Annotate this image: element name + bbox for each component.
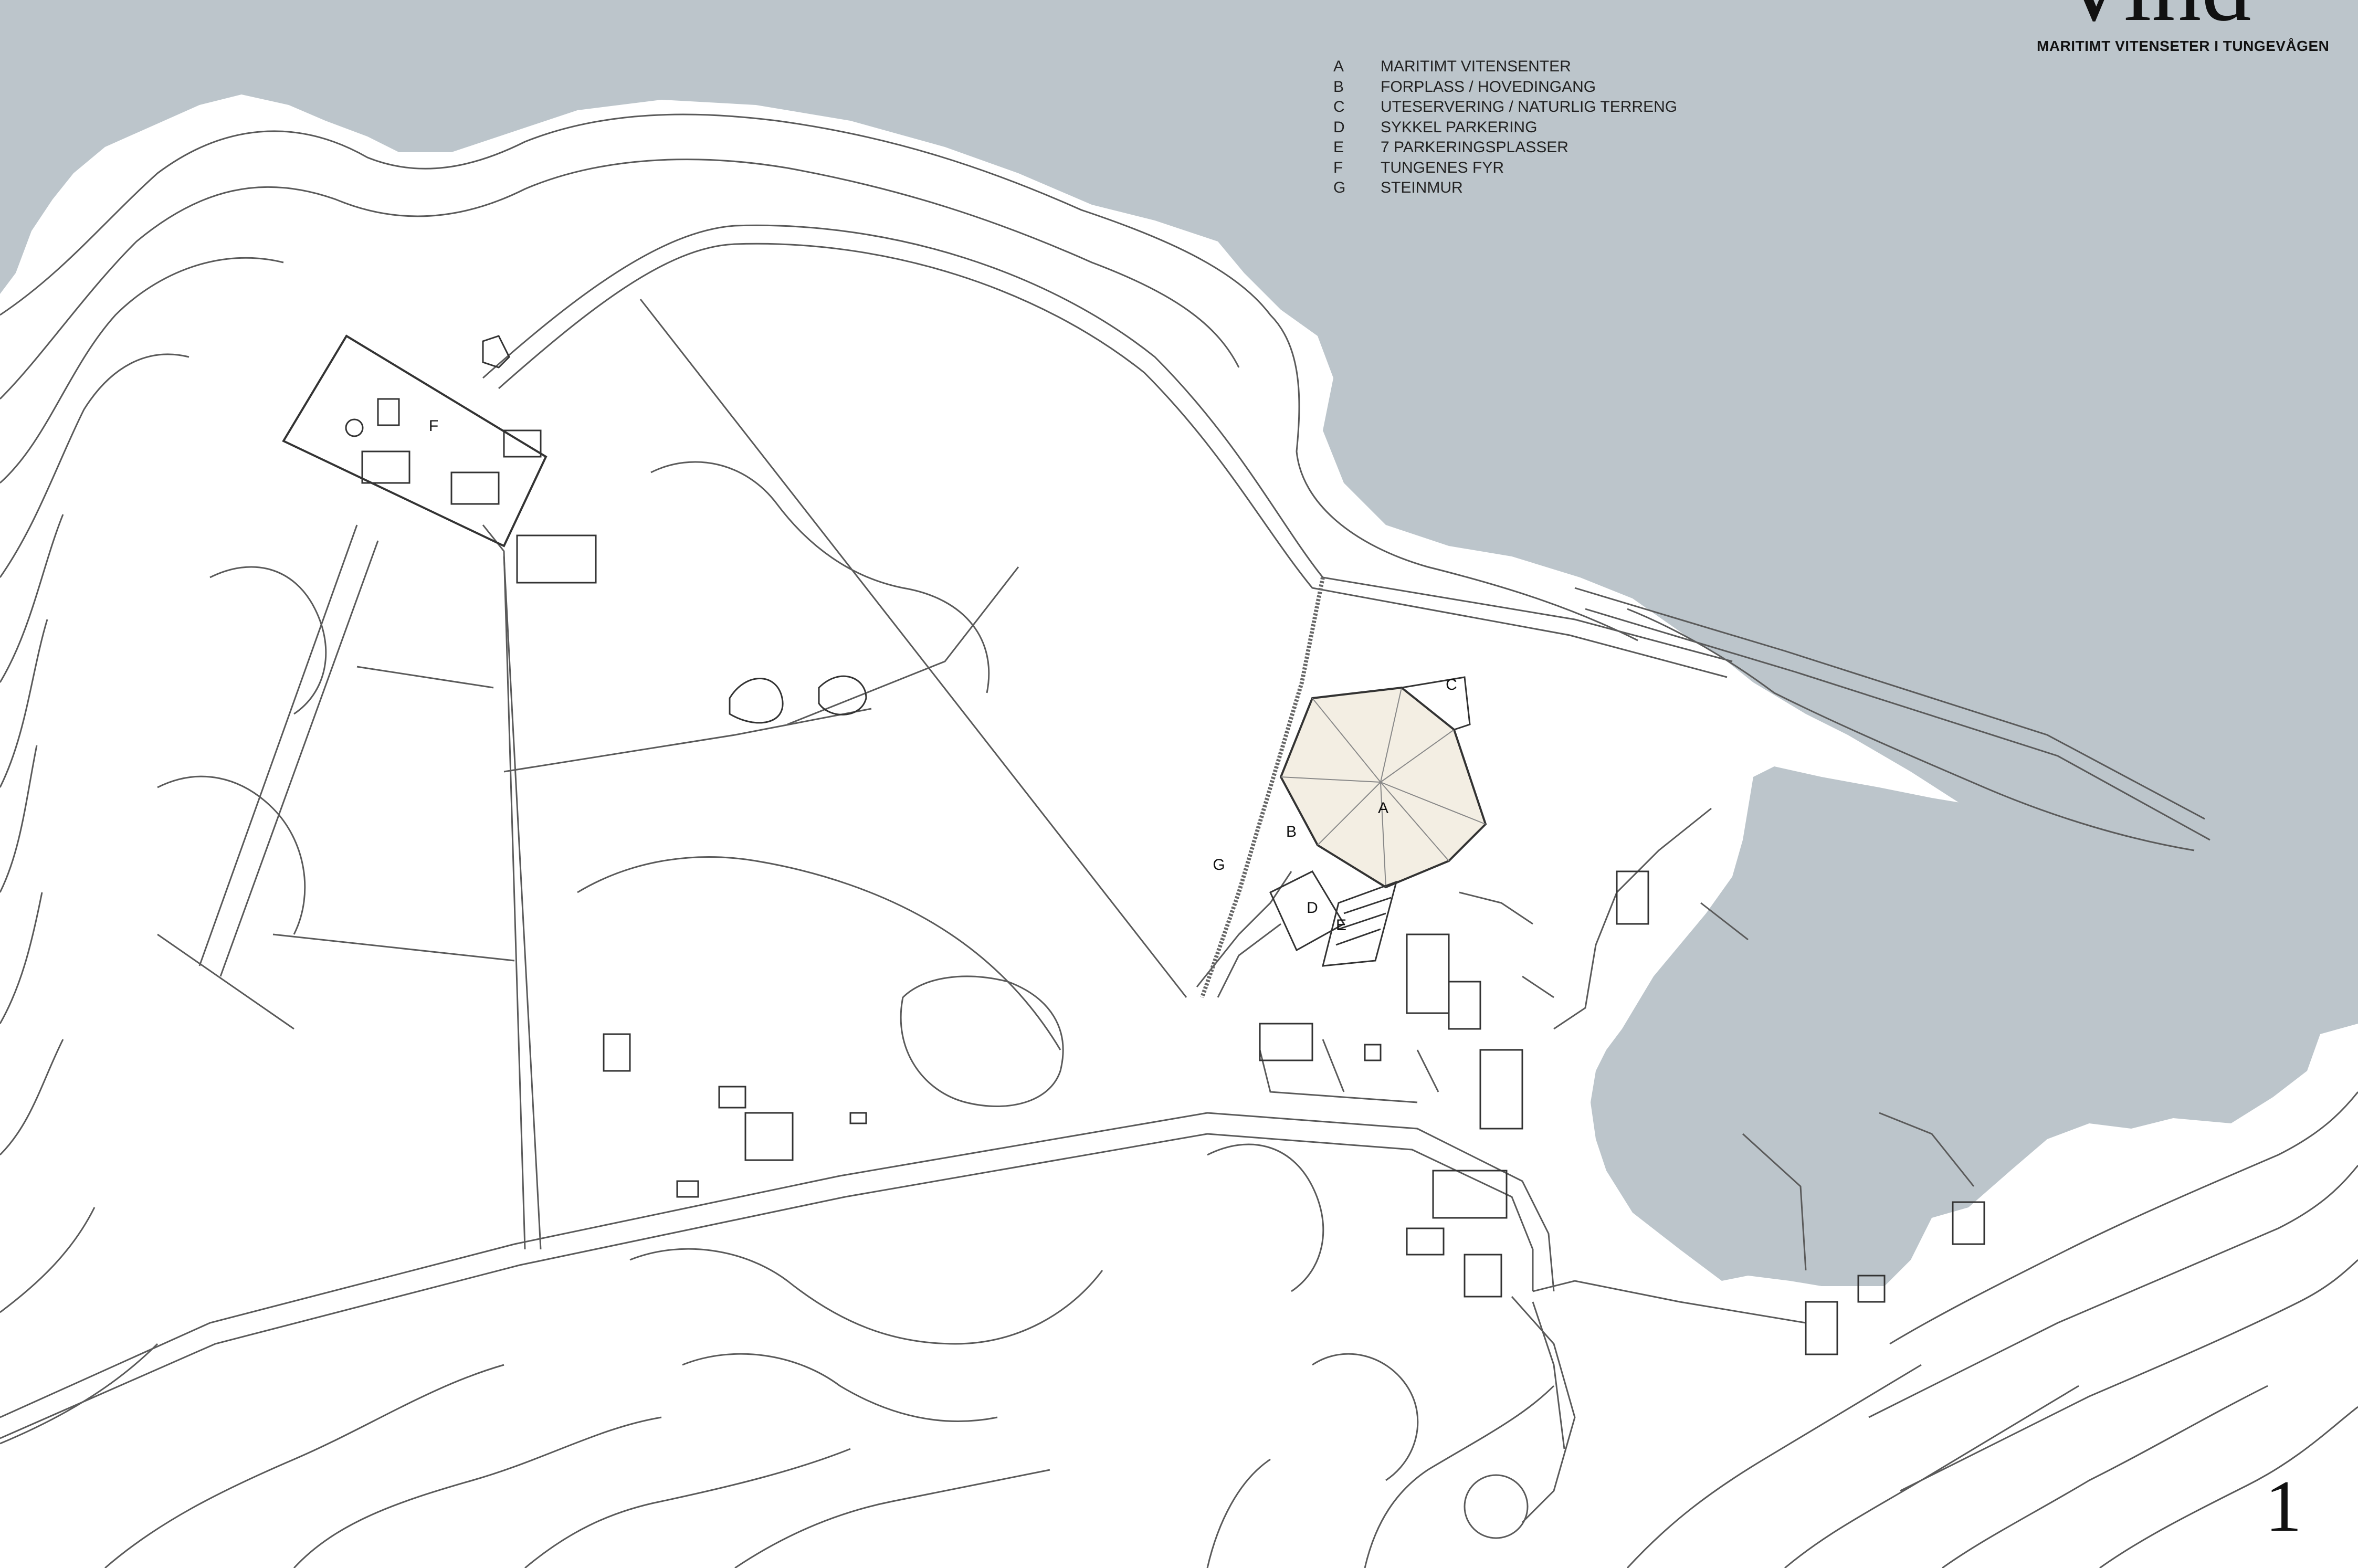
legend-entry: D SYKKEL PARKERING [1333, 118, 1677, 138]
map-label-e: E [1335, 917, 1347, 934]
legend-key: B [1333, 78, 1344, 96]
map-label-a: A [1377, 799, 1389, 817]
legend-label: 7 PARKERINGSPLASSER [1381, 139, 1569, 156]
small-structure [482, 335, 510, 369]
legend-entry: F TUNGENES FYR [1333, 158, 1677, 178]
legend-entry: C UTESERVERING / NATURLIG TERRENG [1333, 97, 1677, 118]
stone-wall [1200, 577, 1325, 998]
legend-label: UTESERVERING / NATURLIG TERRENG [1381, 98, 1678, 115]
legend-label: SYKKEL PARKERING [1381, 118, 1538, 136]
bike-parking-rings [729, 675, 867, 724]
contour-lines [0, 113, 2358, 1568]
legend-entry: B FORPLASS / HOVEDINGANG [1333, 77, 1677, 98]
lighthouse-building [450, 471, 500, 505]
legend-label: STEINMUR [1381, 179, 1463, 196]
legend-label: TUNGENES FYR [1381, 159, 1504, 176]
map-label-d: D [1307, 899, 1318, 917]
legend-label: MARITIMT VITENSENTER [1381, 58, 1571, 75]
buildings [603, 870, 1985, 1355]
legend-key: E [1333, 139, 1344, 156]
harbour-piers [1700, 902, 1975, 1271]
drawing-title: Vind [2058, 0, 2251, 37]
legend-key: D [1333, 118, 1345, 136]
science-centre-building [1279, 686, 1487, 889]
legend-key: A [1333, 58, 1344, 75]
legend-key: G [1333, 179, 1346, 196]
lighthouse-building [377, 398, 400, 426]
map-label-f: F [428, 417, 439, 435]
map-label-c: C [1446, 676, 1457, 693]
legend-entry: A MARITIMT VITENSENTER [1333, 57, 1677, 77]
lighthouse-compound [282, 334, 548, 548]
drawing-subtitle: MARITIMT VITENSETER I TUNGEVÅGEN [2037, 38, 2330, 54]
roads [0, 224, 2210, 1539]
lighthouse-building [361, 450, 410, 484]
science-centre-roof-lines [1280, 687, 1486, 888]
map-label-g: G [1213, 856, 1225, 874]
terrace [1399, 676, 1471, 731]
lighthouse-building [503, 429, 542, 458]
legend-label: FORPLASS / HOVEDINGANG [1381, 78, 1596, 96]
lighthouse-building [516, 534, 597, 584]
legend-key: F [1333, 159, 1343, 176]
legend-key: C [1333, 98, 1345, 115]
legend-entry: G STEINMUR [1333, 178, 1677, 198]
sheet-number: 1 [2265, 1466, 2302, 1547]
sea [0, 0, 2358, 1286]
legend-entry: E 7 PARKERINGSPLASSER [1333, 138, 1677, 158]
map-label-b: B [1286, 823, 1297, 840]
lighthouse-tower [345, 418, 364, 437]
map-legend: A MARITIMT VITENSENTER B FORPLASS / HOVE… [1333, 57, 1677, 198]
parking-areas [1269, 870, 1398, 967]
